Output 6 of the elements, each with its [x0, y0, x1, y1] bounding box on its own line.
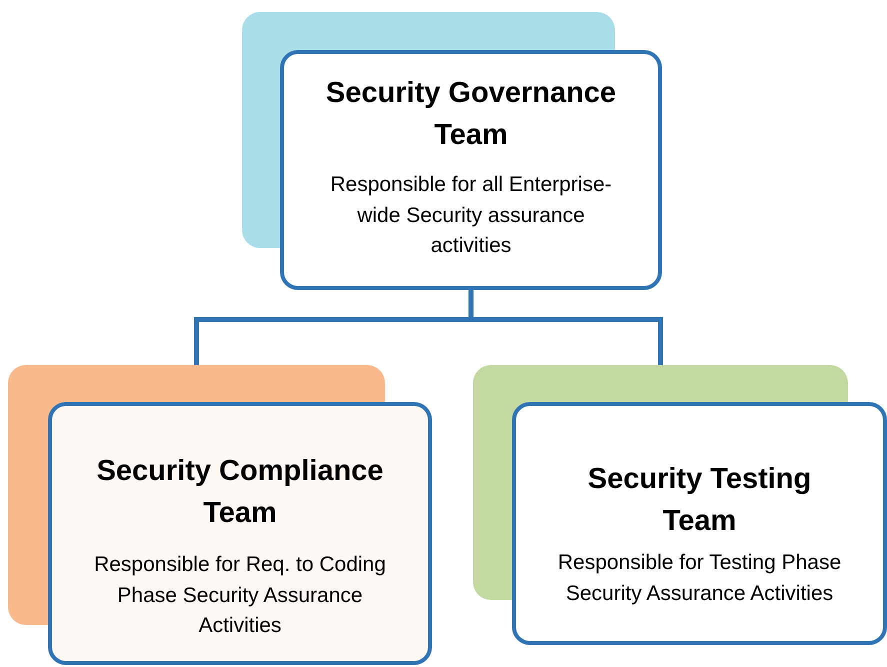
team-title: Security Compliance Team [96, 454, 384, 532]
team-description: Responsible for all Enterprise-wide Security assurance activities [329, 172, 613, 259]
team-description: Responsible for Req. to Coding Phase Security Assurance Activities [93, 552, 387, 639]
team-title: Security Governance Team [324, 76, 618, 154]
team-description: Responsible for Testing Phase Security Assurance Activities [556, 550, 842, 607]
team-title: Security Testing Team [586, 462, 812, 540]
